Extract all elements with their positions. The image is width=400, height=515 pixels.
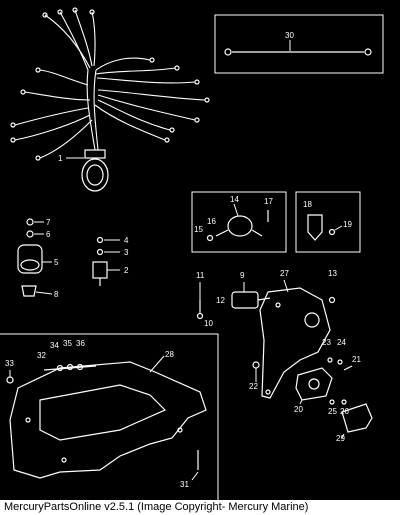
callout-20[interactable]: 20 bbox=[294, 405, 303, 414]
wiring-harness[interactable] bbox=[10, 7, 210, 192]
callout-25[interactable]: 25 bbox=[328, 407, 337, 416]
callout-1[interactable]: 1 bbox=[58, 154, 63, 163]
callout-13[interactable]: 13 bbox=[328, 269, 337, 278]
bolt-assembly-32[interactable] bbox=[43, 363, 97, 372]
callout-35[interactable]: 35 bbox=[63, 339, 72, 348]
sender-5[interactable] bbox=[17, 244, 43, 274]
ground-strap[interactable] bbox=[224, 48, 372, 56]
nut-26[interactable] bbox=[341, 399, 347, 405]
bracket-18[interactable] bbox=[307, 214, 323, 241]
sensor-2[interactable] bbox=[92, 261, 108, 286]
copyright-footer: MercuryPartsOnline v2.5.1 (Image Copyrig… bbox=[0, 500, 400, 515]
callout-24[interactable]: 24 bbox=[337, 338, 346, 347]
detail-box-18 bbox=[295, 191, 361, 253]
leader-line bbox=[299, 399, 303, 405]
callout-8[interactable]: 8 bbox=[54, 290, 59, 299]
callout-27[interactable]: 27 bbox=[280, 269, 289, 278]
relay-9[interactable] bbox=[231, 291, 271, 309]
callout-2[interactable]: 2 bbox=[124, 266, 129, 275]
nut-13[interactable] bbox=[328, 296, 336, 304]
callout-32[interactable]: 32 bbox=[37, 351, 46, 360]
callout-31[interactable]: 31 bbox=[180, 480, 189, 489]
exploded-parts-diagram: 1 30 7 6 5 8 4 3 2 14 16 15 bbox=[0, 7, 384, 500]
callout-15[interactable]: 15 bbox=[194, 225, 203, 234]
callout-10[interactable]: 10 bbox=[204, 319, 213, 328]
nut-10[interactable] bbox=[196, 312, 204, 320]
callout-19[interactable]: 19 bbox=[343, 220, 352, 229]
callout-28[interactable]: 28 bbox=[165, 350, 174, 359]
detail-box-30 bbox=[214, 14, 384, 74]
mounting-bracket-28[interactable] bbox=[9, 361, 207, 479]
callout-14[interactable]: 14 bbox=[230, 195, 239, 204]
washer-3[interactable] bbox=[96, 248, 104, 256]
bolt-21[interactable] bbox=[343, 365, 353, 371]
leader-line bbox=[334, 225, 343, 231]
callout-34[interactable]: 34 bbox=[50, 341, 59, 350]
bracket-29[interactable] bbox=[341, 403, 373, 433]
callout-9[interactable]: 9 bbox=[240, 271, 245, 280]
detail-box-14 bbox=[191, 191, 287, 253]
leader-line bbox=[233, 203, 239, 217]
nut-7[interactable] bbox=[26, 218, 34, 226]
mounting-plate-27[interactable] bbox=[259, 287, 331, 399]
leader-line bbox=[149, 355, 165, 373]
screw-19[interactable] bbox=[328, 228, 336, 236]
callout-3[interactable]: 3 bbox=[124, 248, 129, 257]
callout-11[interactable]: 11 bbox=[196, 271, 205, 280]
nut-4[interactable] bbox=[96, 236, 104, 244]
callout-5[interactable]: 5 bbox=[54, 258, 59, 267]
leader-line bbox=[35, 291, 53, 295]
callout-7[interactable]: 7 bbox=[46, 218, 51, 227]
callout-12[interactable]: 12 bbox=[216, 296, 225, 305]
nut-33[interactable] bbox=[6, 376, 14, 384]
callout-33[interactable]: 33 bbox=[5, 359, 14, 368]
callout-4[interactable]: 4 bbox=[124, 236, 129, 245]
screw-15[interactable] bbox=[206, 234, 214, 242]
callout-29[interactable]: 29 bbox=[336, 434, 345, 443]
callout-36[interactable]: 36 bbox=[76, 339, 85, 348]
callout-18[interactable]: 18 bbox=[303, 200, 312, 209]
washer-6[interactable] bbox=[26, 230, 34, 238]
callout-30[interactable]: 30 bbox=[285, 31, 294, 40]
leader-line bbox=[341, 433, 345, 439]
washer-25[interactable] bbox=[329, 399, 335, 405]
callout-22[interactable]: 22 bbox=[249, 382, 258, 391]
solenoid-14[interactable] bbox=[215, 215, 263, 237]
grommet-22[interactable] bbox=[252, 361, 260, 369]
callout-17[interactable]: 17 bbox=[264, 197, 273, 206]
callout-21[interactable]: 21 bbox=[352, 355, 361, 364]
fitting-8[interactable] bbox=[21, 285, 37, 297]
module-20[interactable] bbox=[295, 367, 333, 401]
leader-line bbox=[191, 471, 199, 481]
callout-23[interactable]: 23 bbox=[322, 338, 331, 347]
nut-24[interactable] bbox=[337, 359, 343, 365]
screw-23[interactable] bbox=[327, 357, 333, 363]
detail-box-28 bbox=[0, 333, 219, 500]
callout-6[interactable]: 6 bbox=[46, 230, 51, 239]
callout-16[interactable]: 16 bbox=[207, 217, 216, 226]
